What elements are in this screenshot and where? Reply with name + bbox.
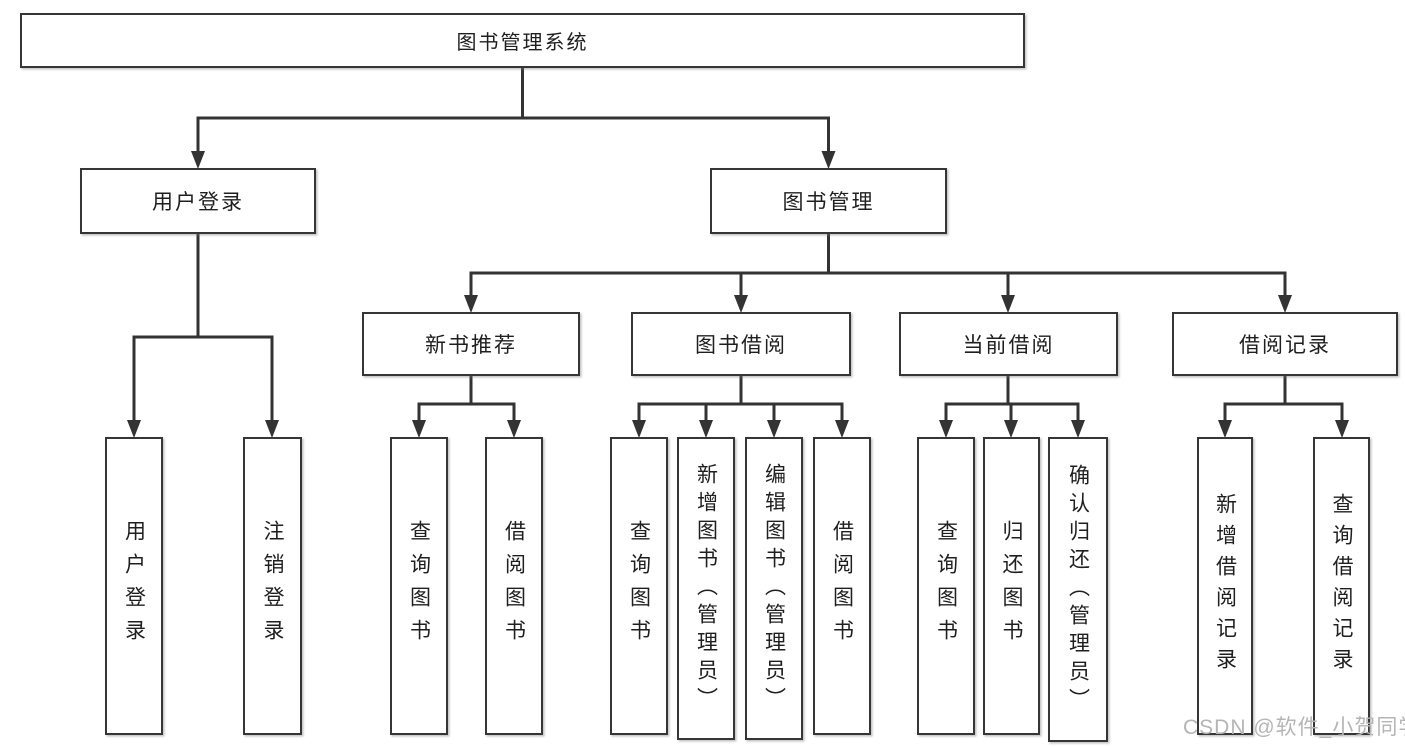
node-label: 查询图书 (627, 520, 651, 652)
node-label: 用户登录 (152, 191, 244, 214)
node-borrowing-records: 借阅记录 (1172, 312, 1398, 376)
node-label: 注销登录 (261, 520, 284, 652)
node-label: 图书管理系统 (456, 32, 589, 54)
node-leaf-borrow-books-2: 借阅图书 (813, 437, 871, 735)
node-label: 确认归还（管理员） (1066, 463, 1090, 716)
node-label: 图书借阅 (695, 334, 787, 357)
node-label: 查询图书 (934, 520, 958, 652)
node-leaf-query-books-3: 查询图书 (917, 437, 975, 735)
node-library-management-system: 图书管理系统 (20, 13, 1025, 68)
node-label: 编辑图书（管理员） (762, 462, 786, 715)
node-leaf-borrow-books-1: 借阅图书 (485, 437, 543, 735)
node-leaf-query-borrow-record: 查询借阅记录 (1313, 437, 1370, 735)
connector-new-book-children (417, 376, 516, 422)
connector-borrowing-records-children (1223, 376, 1344, 422)
node-leaf-user-login: 用户登录 (105, 437, 163, 735)
connector-book-management-children (469, 234, 1287, 297)
node-label: 借阅图书 (830, 520, 854, 652)
node-label: 当前借阅 (962, 334, 1055, 357)
node-label: 查询图书 (407, 520, 431, 652)
node-new-book-recommendation: 新书推荐 (362, 312, 580, 376)
node-leaf-add-books-admin: 新增图书（管理员） (677, 437, 735, 740)
node-label: 借阅图书 (502, 520, 526, 652)
connector-book-borrowing-children (637, 376, 844, 422)
node-label: 借阅记录 (1239, 334, 1331, 357)
node-current-borrowing: 当前借阅 (899, 312, 1118, 376)
node-label: 查询借阅记录 (1330, 493, 1353, 679)
node-leaf-query-books-1: 查询图书 (390, 437, 448, 735)
node-user-login: 用户登录 (80, 168, 316, 234)
node-book-management: 图书管理 (710, 168, 947, 234)
node-leaf-add-borrow-record: 新增借阅记录 (1197, 437, 1253, 735)
node-label: 用户登录 (122, 520, 146, 652)
node-leaf-confirm-return-admin: 确认归还（管理员） (1048, 437, 1108, 742)
node-label: 归还图书 (1000, 520, 1023, 652)
node-leaf-return-books: 归还图书 (983, 437, 1040, 735)
connector-user-login-children (132, 234, 274, 422)
connector-current-borrowing-children (944, 376, 1080, 422)
node-label: 图书管理 (782, 191, 875, 214)
node-label: 新书推荐 (425, 334, 517, 357)
node-leaf-edit-books-admin: 编辑图书（管理员） (745, 437, 803, 740)
node-label: 新增借阅记录 (1213, 493, 1237, 679)
node-leaf-query-books-2: 查询图书 (610, 437, 668, 735)
node-book-borrowing: 图书借阅 (631, 312, 851, 376)
node-label: 新增图书（管理员） (694, 462, 718, 715)
node-leaf-logout: 注销登录 (243, 437, 302, 735)
connector-root-to-level2 (196, 68, 830, 153)
csdn-watermark: CSDN @软件_小贺同学 (1183, 716, 1405, 739)
arrowheads (127, 151, 1349, 438)
